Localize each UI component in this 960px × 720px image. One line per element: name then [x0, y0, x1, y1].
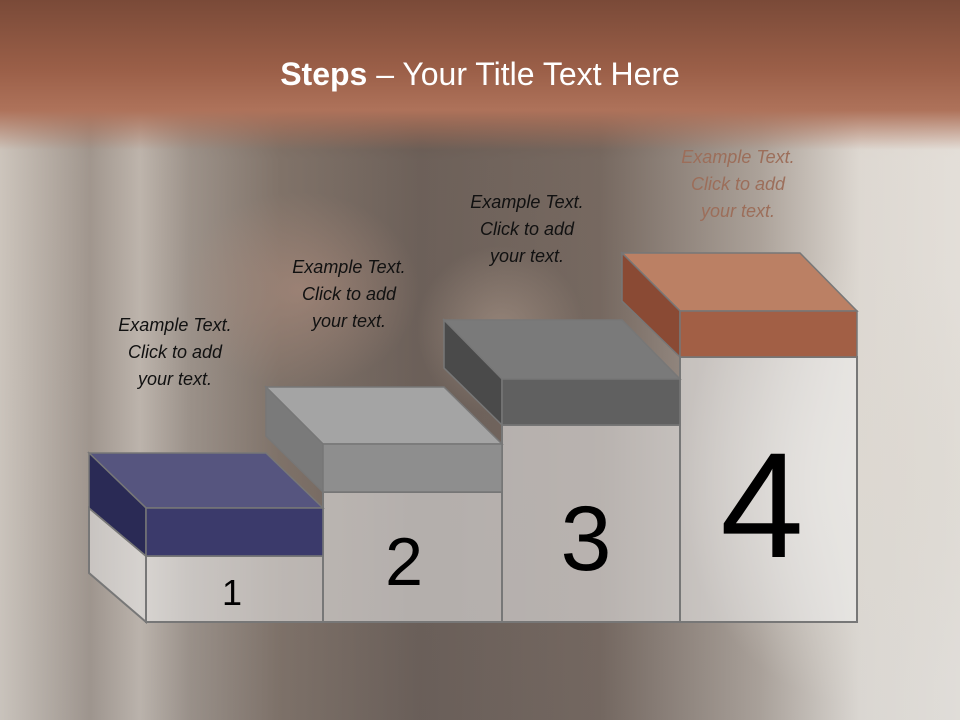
caption-line: your text.	[489, 246, 565, 266]
header-band	[0, 0, 960, 150]
caption-line: Click to add	[301, 284, 397, 304]
caption-line: Example Text.	[118, 315, 232, 335]
step-3-number: 3	[560, 488, 611, 590]
caption-line: Click to add	[127, 342, 223, 362]
title-bold: Steps	[280, 56, 368, 92]
step-3-block[interactable]	[442, 318, 682, 427]
caption-line: Example Text.	[470, 192, 584, 212]
step-2-block[interactable]	[264, 385, 504, 494]
caption-line: Click to add	[690, 174, 786, 194]
step-1-caption[interactable]: Example Text. Click to add your text.	[90, 312, 260, 393]
step-3-block-front	[501, 378, 681, 426]
step-4-caption[interactable]: Example Text. Click to add your text.	[653, 144, 823, 225]
step-2-front[interactable]	[322, 491, 503, 623]
step-1-block-front	[145, 507, 324, 557]
caption-line: Click to add	[479, 219, 575, 239]
caption-line: Example Text.	[681, 147, 795, 167]
step-1-number: 1	[222, 572, 242, 613]
caption-line: your text.	[311, 311, 387, 331]
step-1-block[interactable]	[87, 451, 325, 558]
step-3-front[interactable]	[501, 424, 681, 623]
step-4-number: 4	[720, 421, 803, 589]
caption-line: Example Text.	[292, 257, 406, 277]
step-4-block-front	[679, 310, 858, 358]
caption-line: your text.	[700, 201, 776, 221]
step-4-block[interactable]	[620, 251, 859, 359]
step-4-front[interactable]	[679, 356, 858, 623]
step-2-block-front	[322, 443, 503, 493]
step-columns	[88, 356, 858, 625]
title-rest: – Your Title Text Here	[367, 56, 680, 92]
caption-line: your text.	[137, 369, 213, 389]
slide-title[interactable]: Steps – Your Title Text Here	[0, 52, 960, 96]
step-2-caption[interactable]: Example Text. Click to add your text.	[264, 254, 434, 335]
step-2-number: 2	[385, 524, 423, 600]
step-3-caption[interactable]: Example Text. Click to add your text.	[442, 189, 612, 270]
step-1-front[interactable]	[145, 555, 324, 623]
